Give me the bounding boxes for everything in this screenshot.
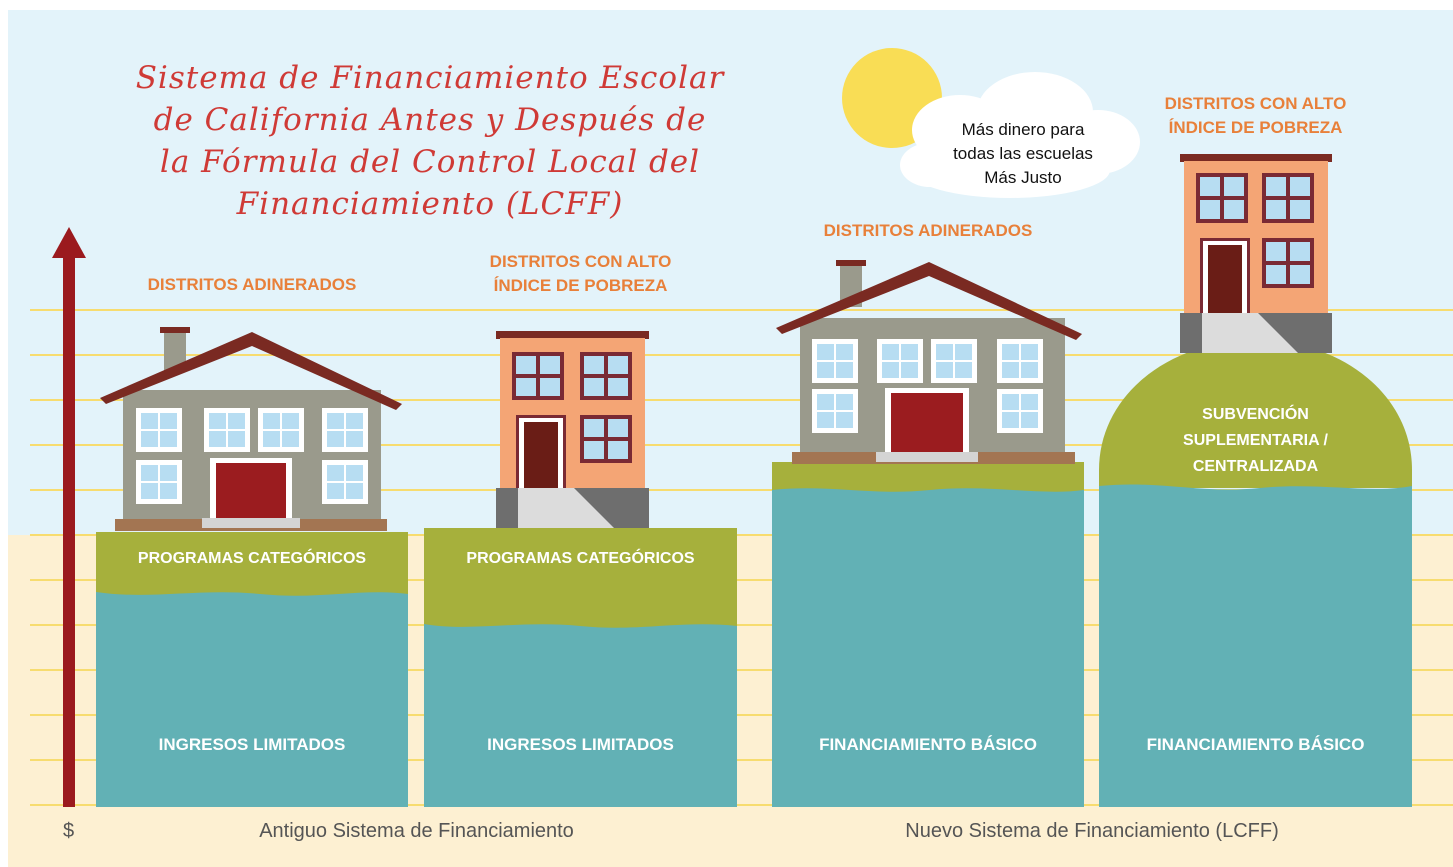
col3-district-label: DISTRITOS ADINERADOS [772,219,1084,243]
block-label-line: SUBVENCIÓN [1202,406,1309,423]
col2-apartment-icon [496,331,649,528]
cloud-line: Más Justo [984,168,1062,187]
col2-base-block-label: INGRESOS LIMITADOS [487,735,674,754]
district-label-line: ÍNDICE DE POBREZA [493,276,668,295]
title-line: la Fórmula del Control Local del [159,144,701,180]
col4-base-block [1099,484,1412,807]
col4-base-block-label: FINANCIAMIENTO BÁSICO [1146,735,1365,754]
district-label-line: DISTRITOS CON ALTO [489,252,672,271]
col1-district-label: DISTRITOS ADINERADOS [96,273,408,297]
col4-apartment-icon [1180,154,1332,353]
title-line: Financiamiento (LCFF) [236,186,624,222]
col1-top-block [96,532,408,596]
col2-top-block [424,528,737,628]
col1-top-block-label: PROGRAMAS CATEGÓRICOS [137,550,367,567]
col3-base-block-label: FINANCIAMIENTO BÁSICO [819,735,1037,754]
cloud-line: todas las escuelas [953,144,1093,163]
cloud-icon [900,72,1140,198]
col2-top-block-label: PROGRAMAS CATEGÓRICOS [466,550,695,567]
col1-house-icon [100,327,402,531]
col3-base-block [772,488,1084,807]
title-line: de California Antes y Después de [153,102,707,138]
old-system-label: Antiguo Sistema de Financiamiento [259,820,574,842]
col3-house-icon [776,260,1082,464]
col4-top-block-label: SUBVENCIÓN SUPLEMENTARIA / CENTRALIZADA [1099,402,1412,480]
district-label-line: DISTRITOS ADINERADOS [823,221,1033,240]
funding-arrow-icon [52,227,86,807]
col1-base-block [96,590,408,807]
cloud-message: Más dinero para todas las escuelas Más J… [918,118,1128,190]
col2-base-block [424,622,737,807]
district-label-line: DISTRITOS ADINERADOS [147,275,357,294]
cloud-line: Más dinero para [961,120,1085,139]
page-title: Sistema de Financiamiento Escolar de Cal… [85,57,775,225]
block-label-line: SUPLEMENTARIA / [1183,432,1328,449]
district-label-line: ÍNDICE DE POBREZA [1168,118,1343,137]
title-line: Sistema de Financiamiento Escolar [135,60,725,96]
district-label-line: DISTRITOS CON ALTO [1164,94,1347,113]
col2-district-label: DISTRITOS CON ALTO ÍNDICE DE POBREZA [424,250,737,298]
col4-top-block [1099,340,1412,488]
new-system-label: Nuevo Sistema de Financiamiento (LCFF) [905,820,1279,842]
col1-base-block-label: INGRESOS LIMITADOS [158,735,346,754]
block-label-line: CENTRALIZADA [1192,458,1319,475]
col4-district-label: DISTRITOS CON ALTO ÍNDICE DE POBREZA [1099,92,1412,140]
axis-currency-symbol: $ [63,820,75,842]
